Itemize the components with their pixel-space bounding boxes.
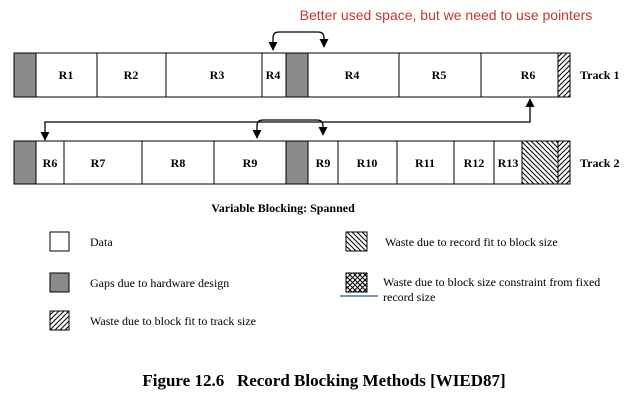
track-1-label: Track 1: [580, 68, 619, 82]
track-2-label-r13: R13: [498, 156, 519, 170]
track-1-label-r2: R2: [124, 68, 139, 82]
legend-swatch-waste-track: [49, 310, 70, 331]
track-2-label-r8: R8: [171, 156, 186, 170]
legend-label-gap: Gaps due to hardware design: [90, 276, 229, 290]
pointer-arrow-r9: [252, 119, 328, 139]
track-1-label-r3: R3: [210, 68, 225, 82]
track-1: R1 R2 R3 R4 R4 R5 R6 Track 1: [13, 52, 619, 98]
track-2-record-r12: [453, 140, 495, 185]
legend-label-waste-constraint-box: Waste due to block size constraint from …: [383, 275, 601, 304]
track-2: R6 R7 R8 R9 R9 R10 R11 R12 R13 Track 2: [13, 140, 619, 185]
track-1-record-r6: [480, 52, 559, 98]
track-2-waste-track: [557, 140, 571, 185]
legend: Data Gaps due to hardware design Waste d…: [49, 231, 601, 331]
track-2-gap-start: [13, 140, 37, 185]
track-1-label-r6: R6: [521, 68, 536, 82]
track-2-label-r7: R7: [91, 156, 106, 170]
track-1-record-r3: [165, 52, 263, 98]
track-2-label-r9a: R9: [243, 156, 258, 170]
track-2-label-r6: R6: [43, 156, 58, 170]
legend-label-waste-track: Waste due to block fit to track size: [90, 314, 256, 328]
track-2-record-r8: [141, 140, 215, 185]
track-1-record-r5: [398, 52, 482, 98]
legend-swatch-gap: [49, 272, 70, 293]
track-2-record-r9b: [307, 140, 339, 185]
track-1-label-r1: R1: [59, 68, 74, 82]
track-2-record-r9a: [213, 140, 287, 185]
track-1-gap-start: [13, 52, 37, 98]
track-1-gap-mid: [285, 52, 309, 98]
track-2-waste-record: [521, 140, 559, 185]
track-1-waste-track: [557, 52, 571, 98]
track-2-record-r13: [493, 140, 523, 185]
track-1-record-r2: [96, 52, 167, 98]
track-1-label-r4a: R4: [266, 68, 281, 82]
figure-caption: Figure 12.6 Record Blocking Methods [WIE…: [142, 371, 505, 390]
track-2-label-r12: R12: [464, 156, 485, 170]
pointer-arrow-r6: [40, 98, 535, 141]
track-2-label-r10: R10: [357, 156, 378, 170]
annotation-text: Better used space, but we need to use po…: [300, 7, 593, 23]
track-2-label-r9b: R9: [316, 156, 331, 170]
legend-label-data: Data: [90, 235, 113, 249]
track-1-label-r4b: R4: [345, 68, 360, 82]
track-2-gap-mid: [285, 140, 309, 185]
track-2-label: Track 2: [580, 156, 619, 170]
track-2-record-r11: [396, 140, 455, 185]
diagram-subtitle: Variable Blocking: Spanned: [211, 201, 355, 215]
legend-swatch-waste-constraint: [345, 272, 368, 293]
legend-swatch-data: [49, 231, 70, 252]
pointer-arrow-r4: [268, 31, 329, 51]
legend-label-waste-record: Waste due to record fit to block size: [385, 235, 558, 249]
track-1-record-r1: [35, 52, 98, 98]
legend-swatch-waste-record: [345, 231, 368, 252]
track-1-label-r5: R5: [432, 68, 447, 82]
legend-label-waste-constraint: Waste due to block size constraint from …: [383, 275, 601, 304]
track-1-record-r4b: [307, 52, 400, 98]
track-2-label-r11: R11: [415, 156, 435, 170]
